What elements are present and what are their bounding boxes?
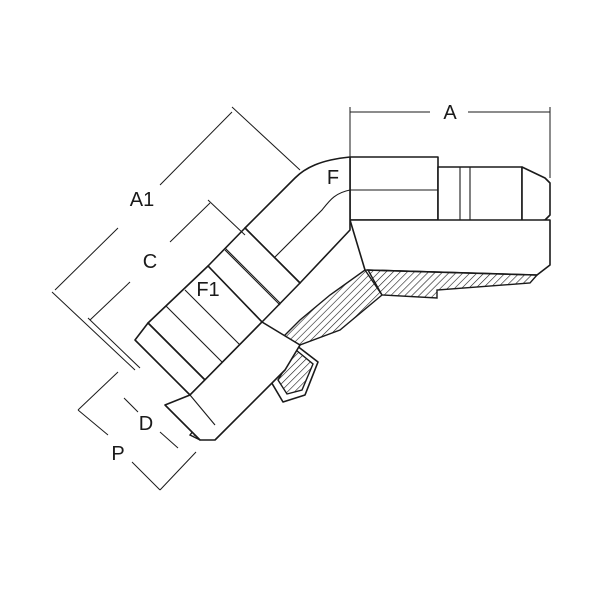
- hex-flat-line: [165, 305, 223, 363]
- hex-nut: [134, 249, 281, 401]
- label-c: C: [143, 251, 157, 273]
- tube-edge: [224, 247, 281, 304]
- dim-a1-line-top: [159, 111, 233, 186]
- dim-c-ext-top: [207, 199, 246, 236]
- lower-body-outline: [349, 219, 551, 276]
- label-f: F: [327, 167, 339, 189]
- label-f1: F1: [196, 279, 219, 301]
- dim-c-line-bottom: [89, 281, 131, 321]
- dim-c-line-top: [169, 202, 211, 243]
- label-p: P: [111, 443, 124, 465]
- flange-body: [164, 321, 301, 441]
- label-a: A: [443, 102, 457, 124]
- labels: A A1 C D F F1 P: [111, 102, 457, 465]
- male-end-body: [349, 156, 439, 221]
- flange: [164, 321, 301, 441]
- hex-flat-line: [224, 249, 281, 306]
- dim-p-ext-top: [77, 371, 119, 411]
- label-a1: A1: [130, 189, 154, 211]
- male-thread-section: [437, 166, 523, 223]
- dim-d-line-top: [123, 397, 139, 413]
- label-d: D: [139, 413, 153, 435]
- hex-chamfer-line: [139, 344, 196, 401]
- hatched-section-right: [366, 269, 539, 299]
- dim-a1-ext-bottom: [51, 291, 136, 371]
- dim-p-line-top: [77, 409, 109, 436]
- dim-c-ext-bottom: [87, 317, 141, 369]
- dim-d-line-bottom: [159, 431, 179, 449]
- elbow-inner-line: [274, 189, 351, 258]
- dimension-lines: [51, 106, 551, 491]
- hex-flat-line: [184, 289, 241, 346]
- dim-a1-line-bottom: [54, 227, 119, 291]
- male-end: [349, 156, 551, 223]
- flange-edge: [189, 394, 216, 426]
- male-nose: [521, 166, 551, 223]
- dim-p-line-bottom: [131, 461, 161, 491]
- dim-p-ext-bottom: [159, 451, 197, 491]
- dim-a1-ext-top: [231, 106, 301, 171]
